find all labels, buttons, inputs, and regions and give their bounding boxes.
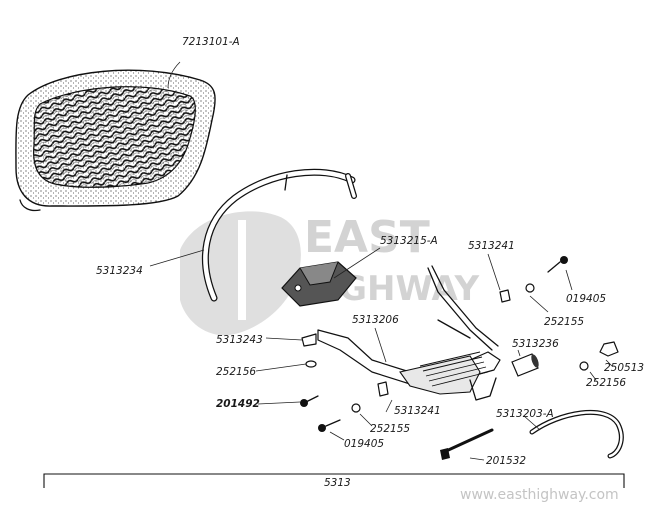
luggage-bow <box>529 410 624 459</box>
label-bracket: 5313206 <box>352 314 399 326</box>
label-guard: 5313234 <box>96 265 143 277</box>
label-washer-right: 252155 <box>544 316 584 328</box>
label-bow: 5313203-A <box>496 408 554 420</box>
label-nut: 250513 <box>604 362 644 374</box>
label-washer-left: 5313243 <box>216 334 263 346</box>
label-clamp: 5313215-A <box>380 235 438 247</box>
label-screw-left: 201492 <box>216 398 260 410</box>
label-long-bolt: 201532 <box>486 455 526 467</box>
label-spacer: 5313236 <box>512 338 559 350</box>
label-lockwasher-right: 252156 <box>586 377 626 389</box>
leader-lines <box>149 61 613 461</box>
label-lockwasher-left: 252156 <box>216 366 256 378</box>
label-seat: 7213101-A <box>182 36 240 48</box>
seat-cushion <box>15 69 216 212</box>
clamp <box>281 261 357 307</box>
spacer <box>511 353 539 377</box>
assembly-bracket <box>43 473 625 488</box>
label-bolt-right: 019405 <box>566 293 606 305</box>
label-bolt-mid: 019405 <box>344 438 384 450</box>
hardware <box>300 256 619 460</box>
seat-guard <box>201 168 357 302</box>
label-washer-mid: 252155 <box>370 423 410 435</box>
carrier-bracket <box>317 265 501 401</box>
watermark-url: www.easthighway.com <box>460 487 619 503</box>
label-assembly: 5313 <box>324 477 351 489</box>
label-plate-right: 5313241 <box>468 240 515 252</box>
label-plate-mid: 5313241 <box>394 405 441 417</box>
watermark-line1: EAST <box>304 212 430 263</box>
